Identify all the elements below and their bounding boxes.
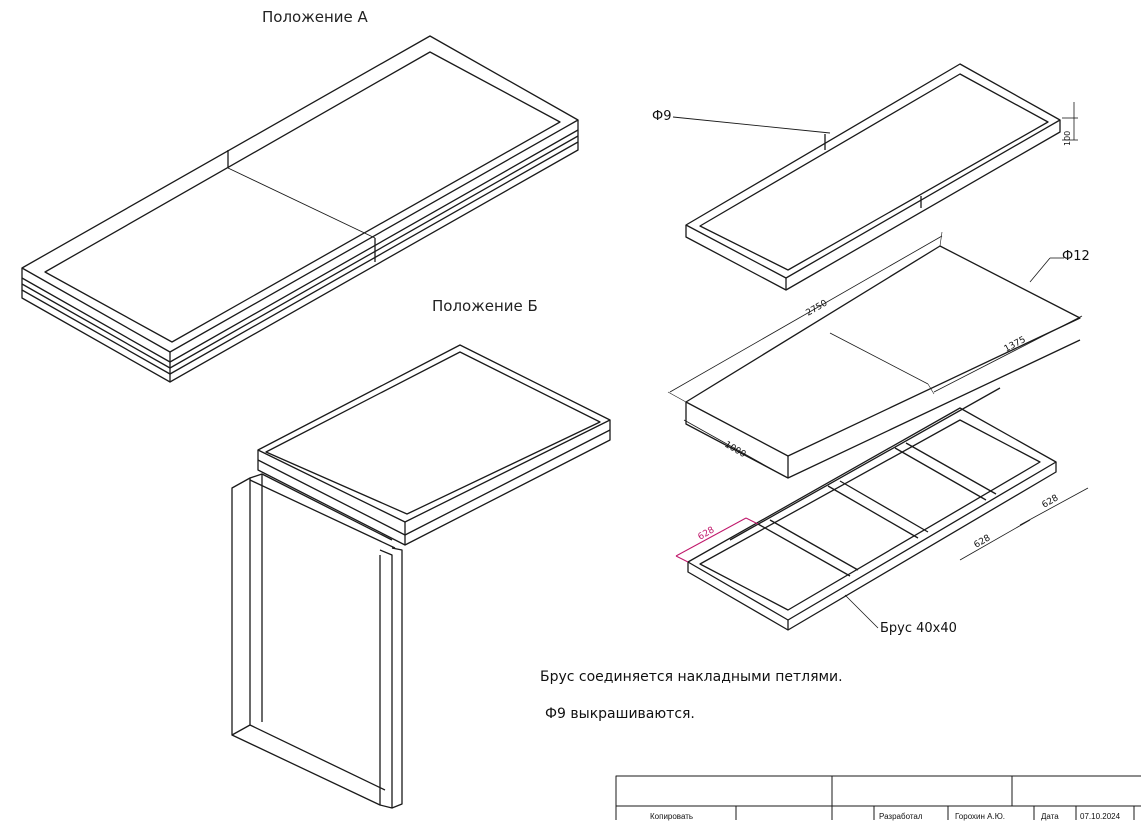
title-block-approved: Копировать xyxy=(650,812,694,821)
dim-1000: 1000 xyxy=(723,440,748,460)
dim-1375: 1375 xyxy=(1003,335,1028,355)
title-block-date-label: Дата xyxy=(1041,812,1059,821)
note-line-2: Ф9 выкрашиваются. xyxy=(545,706,695,722)
position-b-assembly xyxy=(231,344,611,809)
dim-628-bottom: 628 xyxy=(973,533,993,550)
beam-label: Брус 40x40 xyxy=(880,621,957,636)
exploded-frame-f9 xyxy=(672,63,1078,291)
view-label-a: Положение А xyxy=(262,8,368,26)
exploded-beam-frame xyxy=(687,387,1089,631)
title-block-developer-label: Разработал xyxy=(879,812,923,821)
position-a-assembly xyxy=(21,35,579,383)
title-block xyxy=(615,775,1141,820)
dim-100: 100 xyxy=(1063,131,1072,146)
leader-label-f9: Ф9 xyxy=(652,109,672,124)
highlighted-dimension xyxy=(675,517,759,563)
note-line-1: Брус соединяется накладными петлями. xyxy=(540,669,843,685)
dim-628-magenta: 628 xyxy=(697,525,717,542)
title-block-date-value: 07.10.2024 xyxy=(1080,812,1121,821)
leader-label-f12: Ф12 xyxy=(1062,249,1090,264)
title-block-developer-name: Горохин А.Ю. xyxy=(955,812,1006,821)
view-label-b: Положение Б xyxy=(432,297,538,315)
exploded-panel-f12 xyxy=(667,231,1083,479)
